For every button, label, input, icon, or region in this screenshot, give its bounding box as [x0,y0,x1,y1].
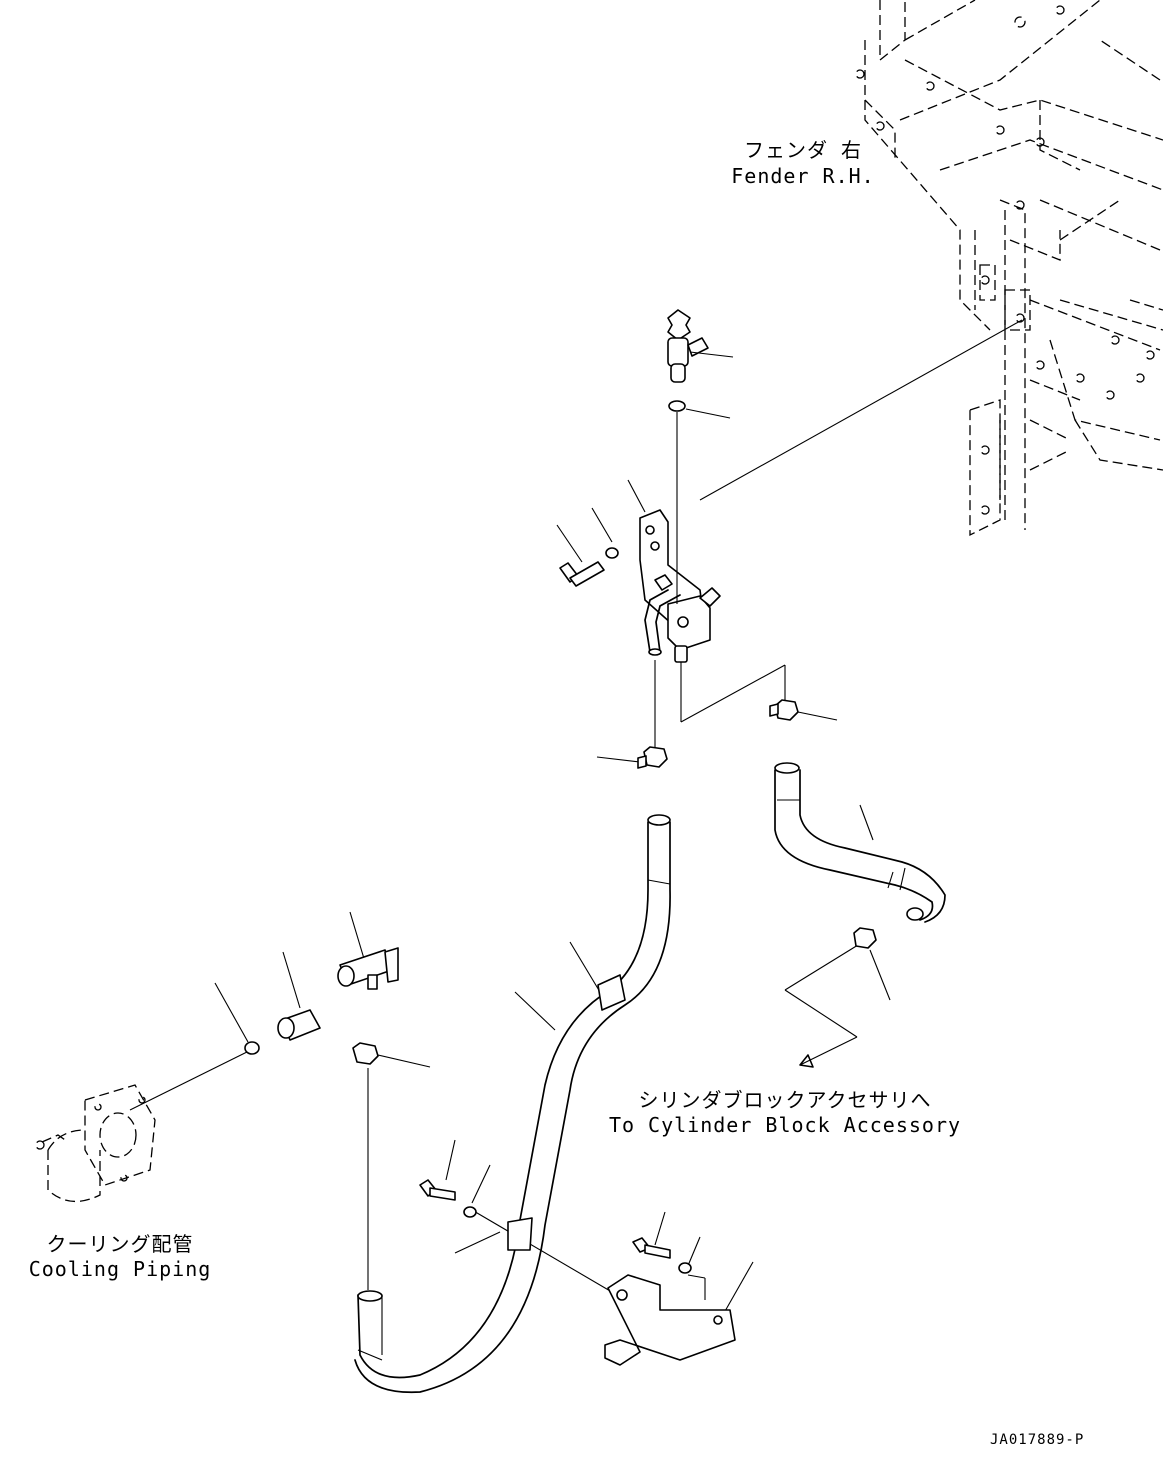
valve-block [667,595,711,651]
label-cylinder-en: To Cylinder Block Accessory [608,1113,962,1137]
hose-clamps [352,699,877,1065]
label-cooling-jp: クーリング配管 [46,1232,194,1256]
mounting-bracket [604,1274,736,1366]
label-cylinder-jp: シリンダブロックアクセサリへ [638,1088,932,1112]
label-fender-jp: フェンダ 右 [743,138,863,162]
drawing-number: JA017889-P [990,1432,1085,1448]
drain-cock [667,309,709,383]
fender-rh-frame [855,0,1163,537]
cooling-piping-outline [35,1084,156,1202]
washer [605,547,619,559]
lower-bracket-hardware [419,1179,736,1366]
label-cooling-en: Cooling Piping [28,1257,212,1281]
left-fittings [244,947,399,1055]
drain-valve-assembly [559,309,721,663]
o-ring [668,400,686,412]
hose-main [354,814,671,1394]
label-fender-en: Fender R.H. [731,164,875,188]
leader-lines [129,319,1023,1321]
hose-right [774,762,946,923]
o-ring-left [244,1041,260,1055]
